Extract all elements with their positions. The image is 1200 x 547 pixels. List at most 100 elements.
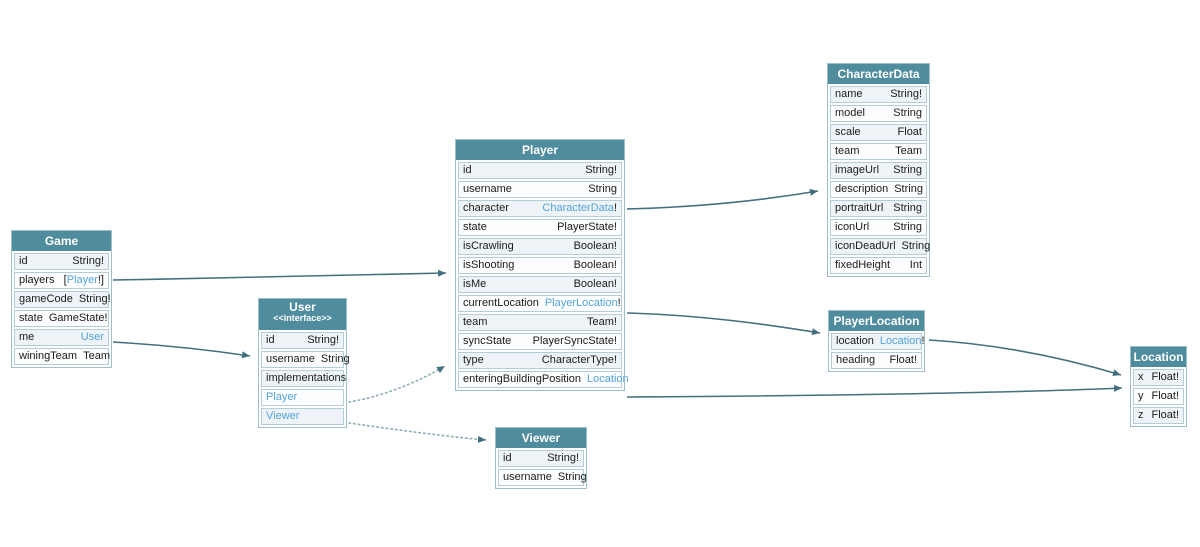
field-row[interactable]: heading Float! [831,352,922,369]
type-link[interactable]: User [80,331,104,343]
edge-game-me-to-user[interactable] [112,341,251,359]
type-text: String [893,221,922,233]
type-link[interactable]: CharacterData [542,202,614,214]
type-link[interactable]: Location [879,335,922,347]
field-name: z [1138,409,1144,421]
type-text: String [557,471,587,483]
type-link[interactable]: PlayerLocation [544,297,618,309]
type-header-game[interactable]: Game [12,231,111,251]
field-name: fixedHeight [835,259,891,271]
field-row[interactable]: fixedHeight Int [830,257,927,274]
type-text: String! [890,88,922,100]
field-type: PlayerSyncState! [533,334,617,349]
field-row[interactable]: players[Player!] [14,272,109,289]
type-text: String! [307,334,339,346]
section-row: implementations [261,370,346,387]
edge-player-currentlocation-to-playerlocation[interactable] [626,312,821,336]
edge-user-implementation-viewer[interactable] [348,422,487,443]
field-type: Int [910,258,922,273]
type-link[interactable]: Player [66,274,98,286]
type-text: Boolean! [573,259,617,271]
type-header-characterdata[interactable]: CharacterData [828,64,929,84]
type-title: Game [44,234,79,248]
type-header-player[interactable]: Player [456,140,624,160]
type-text: String [901,240,931,252]
type-text: Float [897,126,922,138]
type-header-user[interactable]: User <<interface>> [259,299,346,330]
edge-game-players-to-player[interactable] [112,269,447,281]
type-link[interactable]: Location [587,373,629,385]
field-row[interactable]: username String [498,469,587,486]
implementation-link-row[interactable]: Player [261,389,344,406]
type-header-playerlocation[interactable]: PlayerLocation [829,311,924,331]
field-type: PlayerLocation! [545,296,621,311]
edge-player-character-to-characterdata[interactable] [626,188,819,210]
field-name: id [503,452,512,464]
field-type: Float! [1151,370,1179,385]
type-title: Player [521,143,559,157]
field-type: Float! [889,353,917,368]
field-type: String [893,163,922,178]
implementation-link-row[interactable]: Viewer [261,408,344,425]
field-row[interactable]: x Float! [1133,369,1184,386]
edge-user-implementation-player[interactable] [348,365,446,403]
field-name: username [503,471,552,483]
type-header-viewer[interactable]: Viewer [496,428,586,448]
field-type: Location! [880,334,925,349]
type-text: Float! [1151,390,1179,402]
field-name: x [1138,371,1144,383]
type-text: Boolean! [573,278,617,290]
field-name: heading [836,354,876,366]
edge-player-enteringbuildingposition-to-location[interactable] [626,384,1123,398]
type-header-location[interactable]: Location [1131,347,1186,367]
edge-playerlocation-location-to-location[interactable] [928,339,1122,377]
field-type: Team! [587,315,617,330]
field-type: String [893,220,922,235]
field-type: String! [585,163,617,178]
field-type: String! [890,87,922,102]
